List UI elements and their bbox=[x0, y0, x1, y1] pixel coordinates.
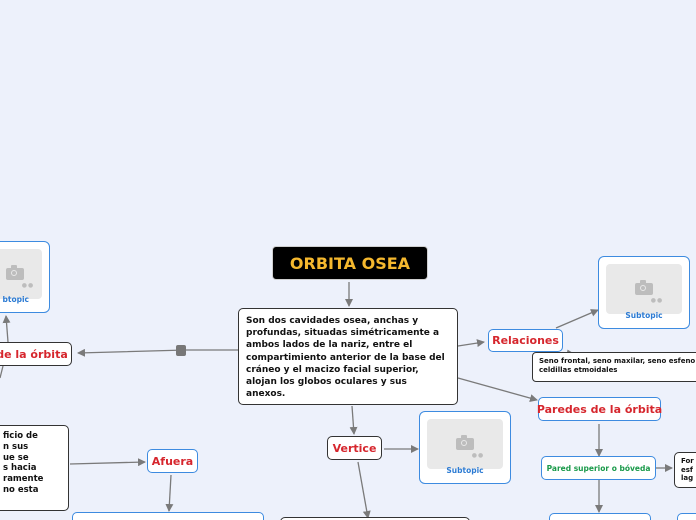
central-topic[interactable]: ORBITA OSEA bbox=[272, 246, 428, 280]
afuera-text[interactable]: ficio de n sus ue se s hacia ramente no … bbox=[0, 425, 69, 511]
image-card-left[interactable]: ●● btopic bbox=[0, 241, 50, 313]
link-vertice-down bbox=[357, 461, 371, 519]
afuera-child-box[interactable] bbox=[72, 512, 264, 520]
link-description-to-left-topic bbox=[77, 348, 238, 357]
image-card-relaciones[interactable]: ●● Subtopic bbox=[598, 256, 690, 329]
image-card-vertice[interactable]: ●● Subtopic bbox=[419, 411, 511, 484]
camera-icon bbox=[456, 435, 474, 450]
pared-superior-child-box[interactable] bbox=[549, 513, 651, 520]
link-description-to-relaciones bbox=[457, 339, 485, 348]
image-caption: btopic bbox=[2, 295, 30, 304]
link-text-to-afuera bbox=[69, 458, 146, 467]
image-placeholder: ●● bbox=[0, 249, 42, 299]
topic-paredes[interactable]: Paredes de la órbita bbox=[537, 397, 662, 421]
collapse-toggle[interactable] bbox=[176, 345, 186, 356]
topic-left[interactable]: de la órbita bbox=[0, 342, 72, 366]
dots-icon: ●● bbox=[21, 281, 35, 289]
topic-relaciones[interactable]: Relaciones bbox=[488, 329, 563, 352]
topic-pared-superior[interactable]: Pared superior o bóveda bbox=[541, 456, 656, 480]
image-placeholder: ●● bbox=[606, 264, 682, 314]
topic-afuera[interactable]: Afuera bbox=[147, 449, 198, 473]
camera-icon bbox=[635, 280, 653, 295]
link-afuera-down bbox=[165, 474, 174, 512]
pared-superior-text[interactable]: For esf lag bbox=[674, 452, 696, 488]
link-description-to-paredes bbox=[457, 377, 538, 402]
right-edge-box[interactable] bbox=[677, 513, 696, 520]
relaciones-text[interactable]: Seno frontal, seno maxilar, seno esfeno … bbox=[532, 352, 696, 382]
topic-vertice[interactable]: Vertice bbox=[327, 436, 382, 460]
camera-icon bbox=[6, 265, 24, 280]
link-description-to-vertice bbox=[349, 405, 358, 435]
dots-icon: ●● bbox=[650, 296, 664, 304]
dots-icon: ●● bbox=[471, 451, 485, 459]
central-description[interactable]: Son dos cavidades osea, anchas y profund… bbox=[238, 308, 458, 405]
image-caption: Subtopic bbox=[625, 311, 663, 320]
link-left-topic-to-image bbox=[2, 315, 11, 343]
link-relaciones-to-image bbox=[555, 309, 599, 329]
image-caption: Subtopic bbox=[446, 466, 484, 475]
image-placeholder: ●● bbox=[427, 419, 503, 469]
link-left-topic-down bbox=[0, 365, 4, 379]
